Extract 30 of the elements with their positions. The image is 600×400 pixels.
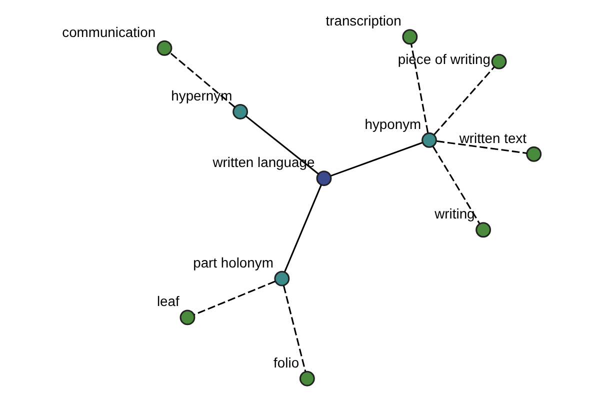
node-label: piece of writing [397,51,490,68]
connector [436,140,527,154]
connector [330,142,422,177]
connector [284,184,322,272]
node-label: written text [458,130,526,146]
node-label: hyponym [364,116,421,132]
node-circle [421,132,436,148]
node-circle [156,40,172,56]
node-label: part holonym [192,254,273,270]
node-label: writing [434,206,474,222]
node-label: communication [62,24,156,40]
node-circle [316,170,332,186]
node-label: hypernym [170,87,232,104]
connector [432,146,480,224]
node-circle [490,54,506,70]
node-circle [402,29,418,45]
node-circle [232,104,248,120]
node-circle [475,222,491,238]
connector [282,286,306,372]
connector [410,44,428,133]
node-label: transcription [325,12,401,29]
node-label: folio [273,354,299,370]
connector [168,52,235,108]
connector [193,280,275,316]
node-circle [298,370,314,386]
node-circle [274,270,290,286]
node-label: leaf [156,293,179,310]
node-circle [526,146,542,162]
node-circle [179,310,195,326]
connector [433,66,494,136]
